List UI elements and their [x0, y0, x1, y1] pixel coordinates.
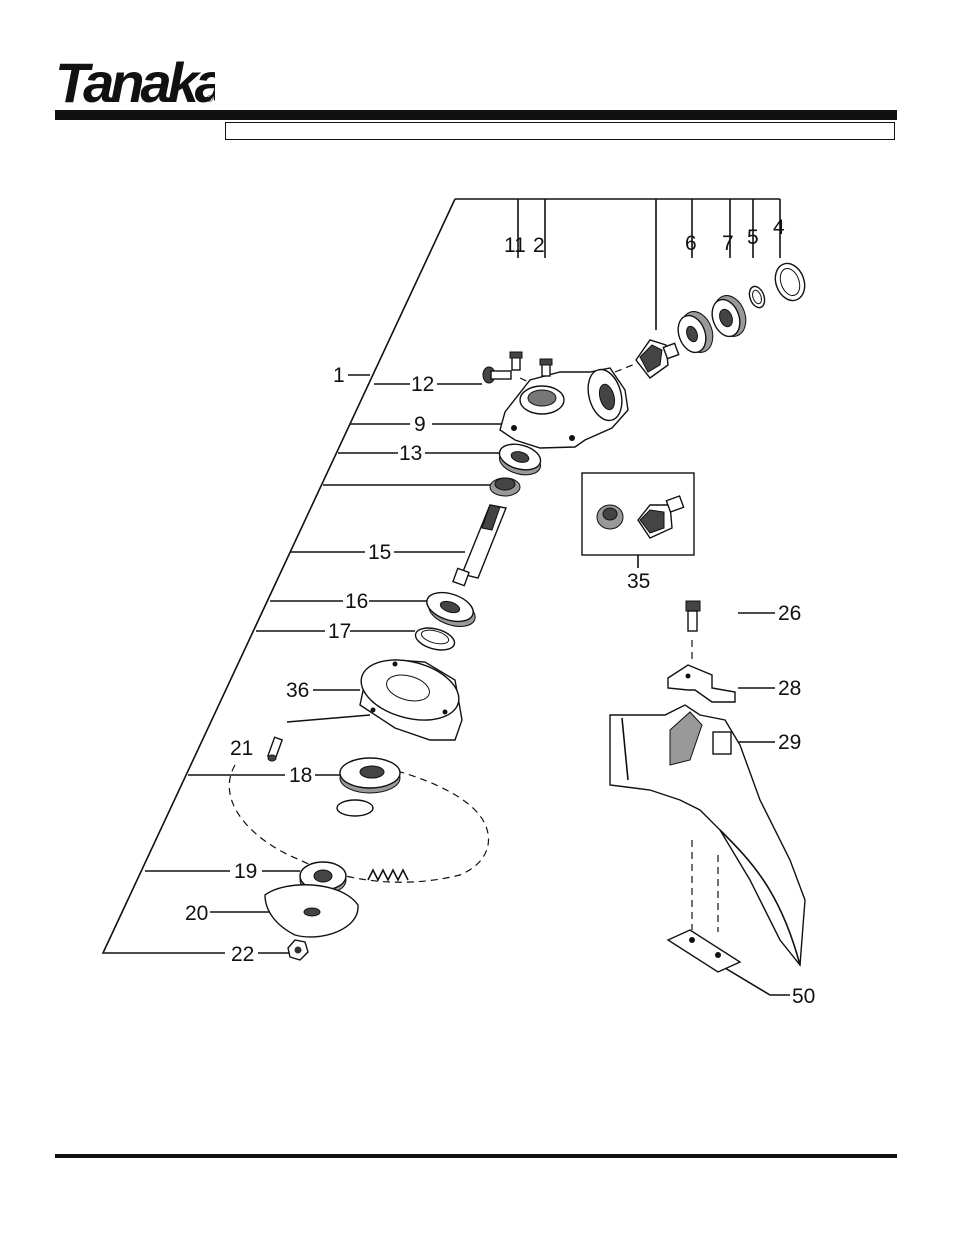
logo-wordmark: Tanaka: [55, 52, 215, 108]
gear-set-35: [581, 472, 695, 556]
callout-36: 36: [286, 679, 309, 702]
footer-rule: [55, 1154, 897, 1158]
callout-5: 5: [747, 226, 759, 249]
callout-labels: 1 2 4 5 6 7 9 11 12 13 15 16 17 18 19 20…: [185, 216, 815, 1008]
clamp-28: [667, 664, 736, 703]
gear-case-9: [499, 367, 629, 449]
callout-6: 6: [685, 232, 697, 255]
callout-50: 50: [792, 985, 815, 1008]
cup-20: [264, 884, 359, 938]
callout-28: 28: [778, 677, 801, 700]
registered-mark: ®: [205, 95, 214, 105]
screw-2: [539, 358, 553, 377]
circlip-4: [774, 262, 806, 302]
plate-50: [666, 929, 742, 973]
screw-11: [509, 351, 523, 371]
leader-lines: [210, 383, 790, 996]
assembly-bracket: [101, 198, 781, 954]
bearing-6: [677, 311, 714, 354]
callout-4: 4: [773, 216, 785, 239]
callout-19: 19: [234, 860, 257, 883]
bearing-16: [426, 591, 476, 627]
callout-1: 1: [333, 364, 345, 387]
callout-9: 9: [414, 413, 426, 436]
bolt-26: [685, 600, 701, 632]
callout-2: 2: [533, 234, 545, 257]
callout-21: 21: [230, 737, 253, 760]
blade-guard-29: [609, 704, 806, 967]
snap-ring-5: [748, 285, 766, 309]
nut-22: [287, 939, 309, 961]
callout-11: 11: [504, 234, 526, 257]
callout-15: 15: [368, 541, 391, 564]
callout-16: 16: [345, 590, 368, 613]
bearing-13: [498, 443, 542, 476]
callout-17: 17: [328, 620, 351, 643]
callout-22: 22: [231, 943, 254, 966]
callout-13: 13: [399, 442, 422, 465]
bevel-gear: [489, 477, 521, 497]
callout-26: 26: [778, 602, 801, 625]
pin-21: [266, 736, 284, 762]
callout-29: 29: [778, 731, 801, 754]
header-title-box: [225, 122, 895, 140]
tanaka-logo: Tanaka ®: [55, 52, 215, 108]
callout-35: 35: [627, 570, 650, 593]
spindle-shaft-15: [452, 504, 507, 587]
callout-20: 20: [185, 902, 208, 925]
pinion-gear: [635, 339, 680, 379]
callout-12: 12: [411, 373, 434, 396]
callout-18: 18: [289, 764, 312, 787]
cover-plate-36: [359, 659, 463, 741]
flange-18: [339, 757, 401, 794]
saw-blade: [228, 761, 490, 883]
ring-17: [414, 627, 456, 651]
bearing-7: [711, 295, 747, 338]
bolt-12: [482, 366, 512, 384]
header-rule: [55, 110, 897, 120]
callout-7: 7: [722, 232, 734, 255]
